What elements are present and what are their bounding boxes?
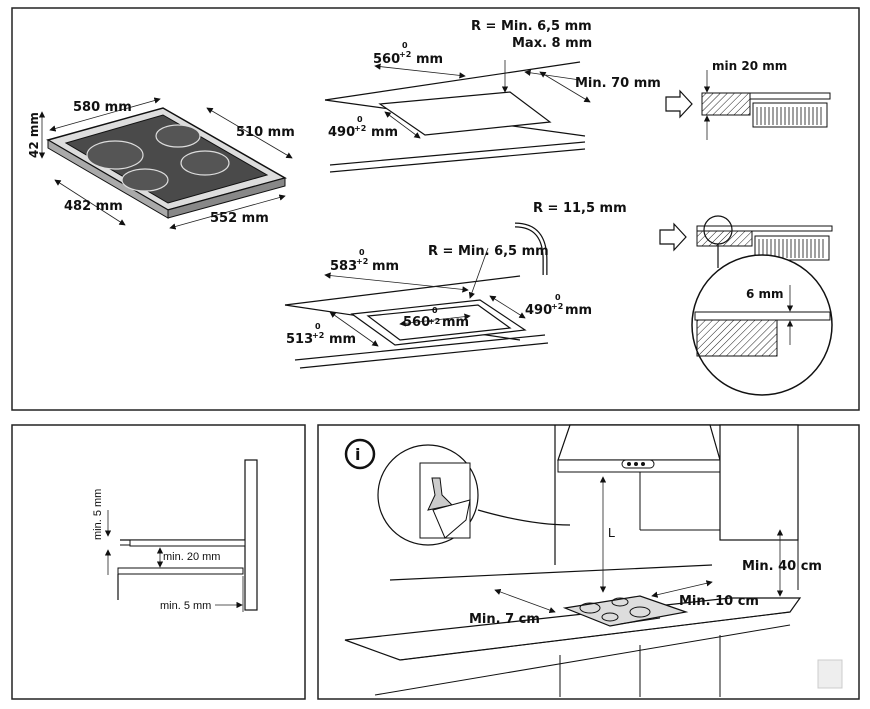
cutout1-depth-sup-top: 0 [357,115,363,124]
cutout1-depth: 490 [328,125,355,140]
hob-height: 42 mm [27,112,41,158]
cutout2-inner-sup-top: 0 [432,306,438,315]
cutout1-width-unit: mm [416,52,443,67]
cutout1-radius-line2: Max. 8 mm [512,36,592,51]
cutout1-width-sup-bottom: +2 [399,50,411,59]
edge-detail-1 [665,70,831,140]
cutout2-outer-sup-bottom: +2 [356,257,368,266]
cutout2-inner-sup-bottom: +2 [428,317,440,326]
cutout2-depth-sup-top: 0 [555,293,561,302]
cutout-2-drawing [284,222,549,369]
info-icon [344,438,376,470]
side-clearance-label: Min. 10 cm [679,594,759,609]
cutout2-depth: 490 [525,303,552,318]
cutout2-inner-unit: mm [442,315,469,330]
side-gap-vertical: min. 5 mm [92,489,104,540]
cutout2-outer-sup-top: 0 [359,248,365,257]
cutout2-front-unit: mm [329,332,356,347]
panel-bottom-left-frame [11,424,306,700]
cutout1-width-sup-top: 0 [402,41,408,50]
cutout1-radius-line1: R = Min. 6,5 mm [471,19,592,34]
hob-width-top: 580 mm [73,100,132,115]
hood-distance-label: L [608,525,615,540]
side-gap-under: min. 20 mm [163,551,220,563]
hob-depth-bottom: 552 mm [210,211,269,226]
kitchen-scene [344,424,843,697]
edge2-gap-label: 6 mm [746,287,784,301]
cutout2-radius-inner: R = Min. 6,5 mm [428,244,549,259]
cutout2-depth-sup-bottom: +2 [551,302,563,311]
hob-depth-right: 510 mm [236,125,295,140]
cutout2-inner-width: 560 [403,315,430,330]
front-clearance-label: Min. 7 cm [469,612,540,627]
cutout2-radius-outer: R = 11,5 mm [533,201,627,216]
cutout2-front: 513 [286,332,313,347]
cutout1-depth-unit: mm [371,125,398,140]
hob-illustration [38,97,293,230]
cutout1-width: 560 [373,52,400,67]
cutout2-outer-width: 583 [330,259,357,274]
cutout2-front-sup-bottom: +2 [312,331,324,340]
edge1-min-label: min 20 mm [712,59,787,73]
cutout-1-drawing [324,60,591,173]
cutout2-front-sup-top: 0 [315,322,321,331]
side-gap-wall: min. 5 mm [160,600,211,612]
hob-width-bottom: 482 mm [64,199,123,214]
panel-top-frame [11,7,860,411]
side-section-drawing [104,459,258,612]
info-glyph: i [355,445,360,464]
edge-detail-2 [659,215,833,396]
cabinet-height-label: Min. 40 cm [742,559,822,574]
cutout2-outer-unit: mm [372,259,399,274]
cutout1-front-min: Min. 70 mm [575,76,661,91]
cutout1-depth-sup-bottom: +2 [354,124,366,133]
cutout2-depth-unit: mm [565,303,592,318]
